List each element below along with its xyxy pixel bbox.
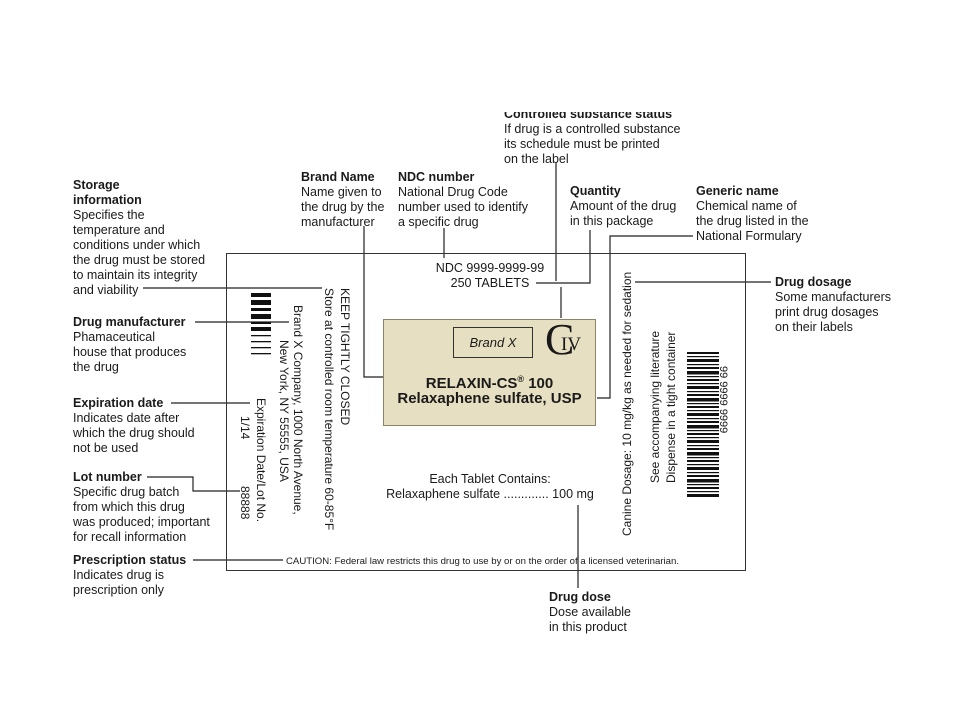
callout-expiration: Expiration date Indicates date after whi… [73,396,195,456]
contains-line: Relaxaphene sulfate ............. 100 mg [386,487,594,501]
schedule-c: C [545,315,575,364]
exp-lot-label: Expiration Date/Lot No. [254,398,268,523]
store-temp-text: Store at controlled room temperature 60-… [322,288,336,531]
canine-dosage-text: Canine Dosage: 10 mg/kg as needed for se… [620,271,634,536]
callout-lot-line: from which this drug [73,500,185,514]
callout-expiration-line: which the drug should [73,426,195,440]
product-name-text: RELAXIN-CS [425,375,518,392]
callout-lot-line: Specific drug batch [73,485,180,499]
callout-quantity-line: in this package [570,214,654,228]
contains-heading: Each Tablet Contains: [429,472,551,486]
lot-value: 88888 [238,486,252,520]
callout-lot-heading: Lot number [73,470,142,484]
company-line1: Brand X Company, 1000 North Avenue, [291,305,305,515]
company-line2: New York, NY 55555, USA [277,340,291,482]
callout-manufacturer-heading: Drug manufacturer [73,315,186,329]
callout-storage-heading: information [73,193,142,207]
callout-lot: Lot number Specific drug batch from whic… [73,470,210,545]
callout-brand-name-line: manufacturer [301,215,375,229]
callout-lot-line: was produced; important [73,515,210,529]
callout-prescription-heading: Prescription status [73,553,187,567]
callout-brand-name-line: Name given to [301,185,382,199]
callout-controlled-line: on the label [504,152,569,166]
callout-controlled-line: If drug is a controlled substance [504,122,681,136]
callout-dosage-heading: Drug dosage [775,275,852,289]
callout-dose-heading: Drug dose [549,590,611,604]
callout-dosage-line: Some manufacturers [775,290,892,304]
callout-controlled-heading: Controlled substance status [504,112,673,121]
callout-generic-line: National Formulary [696,229,802,243]
callout-ndc-line: number used to identify [398,200,528,214]
quantity-text: 250 TABLETS [450,276,530,290]
callout-prescription-line: Indicates drug is [73,568,165,582]
schedule-iv: IV [561,334,582,355]
label-ndc: NDC 9999-9999-99 250 TABLETS [400,261,580,291]
callout-lot-line: for recall information [73,530,187,544]
generic-text: Relaxaphene sulfate, USP [397,390,582,407]
right-barcode [687,352,719,497]
callout-brand-name-line: the drug by the [301,200,385,214]
callout-generic-line: Chemical name of [696,199,797,213]
caution-text: CAUTION: Federal law restricts this drug… [286,556,679,567]
callout-expiration-line: Indicates date after [73,411,180,425]
schedule-iv-symbol: C IV [545,315,595,366]
callout-controlled: Controlled substance status If drug is a… [504,112,681,167]
each-tablet: Each Tablet Contains: Relaxaphene sulfat… [360,472,620,502]
callout-expiration-heading: Expiration date [73,396,164,410]
callout-storage-line: conditions under which [73,238,201,252]
callout-ndc-heading: NDC number [398,170,475,184]
callout-brand-name-heading: Brand Name [301,170,375,184]
callout-expiration-line: not be used [73,441,139,455]
callout-quantity-heading: Quantity [570,184,621,198]
callout-storage-line: temperature and [73,223,165,237]
callout-storage-line: and viability [73,283,139,297]
exp-value: 1/14 [238,416,252,440]
callout-manufacturer: Drug manufacturer Phamaceutical house th… [73,315,186,375]
callout-dose-line: Dose available [549,605,631,619]
registered-mark: ® [517,374,525,384]
callout-manufacturer-line: the drug [73,360,119,374]
callout-dosage: Drug dosage Some manufacturers print dru… [775,275,891,335]
keep-closed-text: KEEP TIGHTLY CLOSED [338,288,352,426]
see-literature-text: See accompanying literature [648,330,662,483]
callout-ndc-number: NDC number National Drug Code number use… [398,170,528,230]
callout-generic-name: Generic name Chemical name of the drug l… [696,184,809,244]
callout-generic-heading: Generic name [696,184,779,198]
callout-storage-heading: Storage [73,178,120,192]
generic-leader [597,235,693,399]
left-barcode [251,293,271,355]
callout-dosage-line: on their labels [775,320,853,334]
drug-label [226,253,746,571]
barcode-number: 99 9999 9999 [717,366,729,434]
ndc-text: NDC 9999-9999-99 [435,261,545,275]
lot-leader [147,476,240,492]
callout-storage: Storage information Specifies the temper… [73,178,205,298]
callout-generic-line: the drug listed in the [696,214,809,228]
callout-ndc-line: a specific drug [398,215,479,229]
callout-prescription-line: prescription only [73,583,165,597]
callout-brand-name: Brand Name Name given to the drug by the… [301,170,384,230]
callout-ndc-line: National Drug Code [398,185,508,199]
product-strength: 100 [528,375,554,392]
product-name: RELAXIN-CS® 100 [383,369,596,394]
callout-dose-line: in this product [549,620,627,634]
callout-storage-line: Specifies the [73,208,145,222]
callout-dosage-line: print drug dosages [775,305,879,319]
quantity-leader [536,230,591,284]
callout-quantity: Quantity Amount of the drug in this pack… [570,184,676,229]
dispense-text: Dispense in a tight container [664,331,678,483]
callout-manufacturer-line: house that produces [73,345,187,359]
callout-storage-line: the drug must be stored [73,253,206,267]
callout-storage-line: to maintain its integrity [73,268,198,282]
callout-manufacturer-line: Phamaceutical [73,330,155,344]
callout-dose: Drug dose Dose available in this product [549,590,631,635]
brand-x-logo: Brand X [453,327,533,358]
callout-prescription: Prescription status Indicates drug is pr… [73,553,186,598]
callout-quantity-line: Amount of the drug [570,199,677,213]
callout-controlled-line: its schedule must be printed [504,137,660,151]
